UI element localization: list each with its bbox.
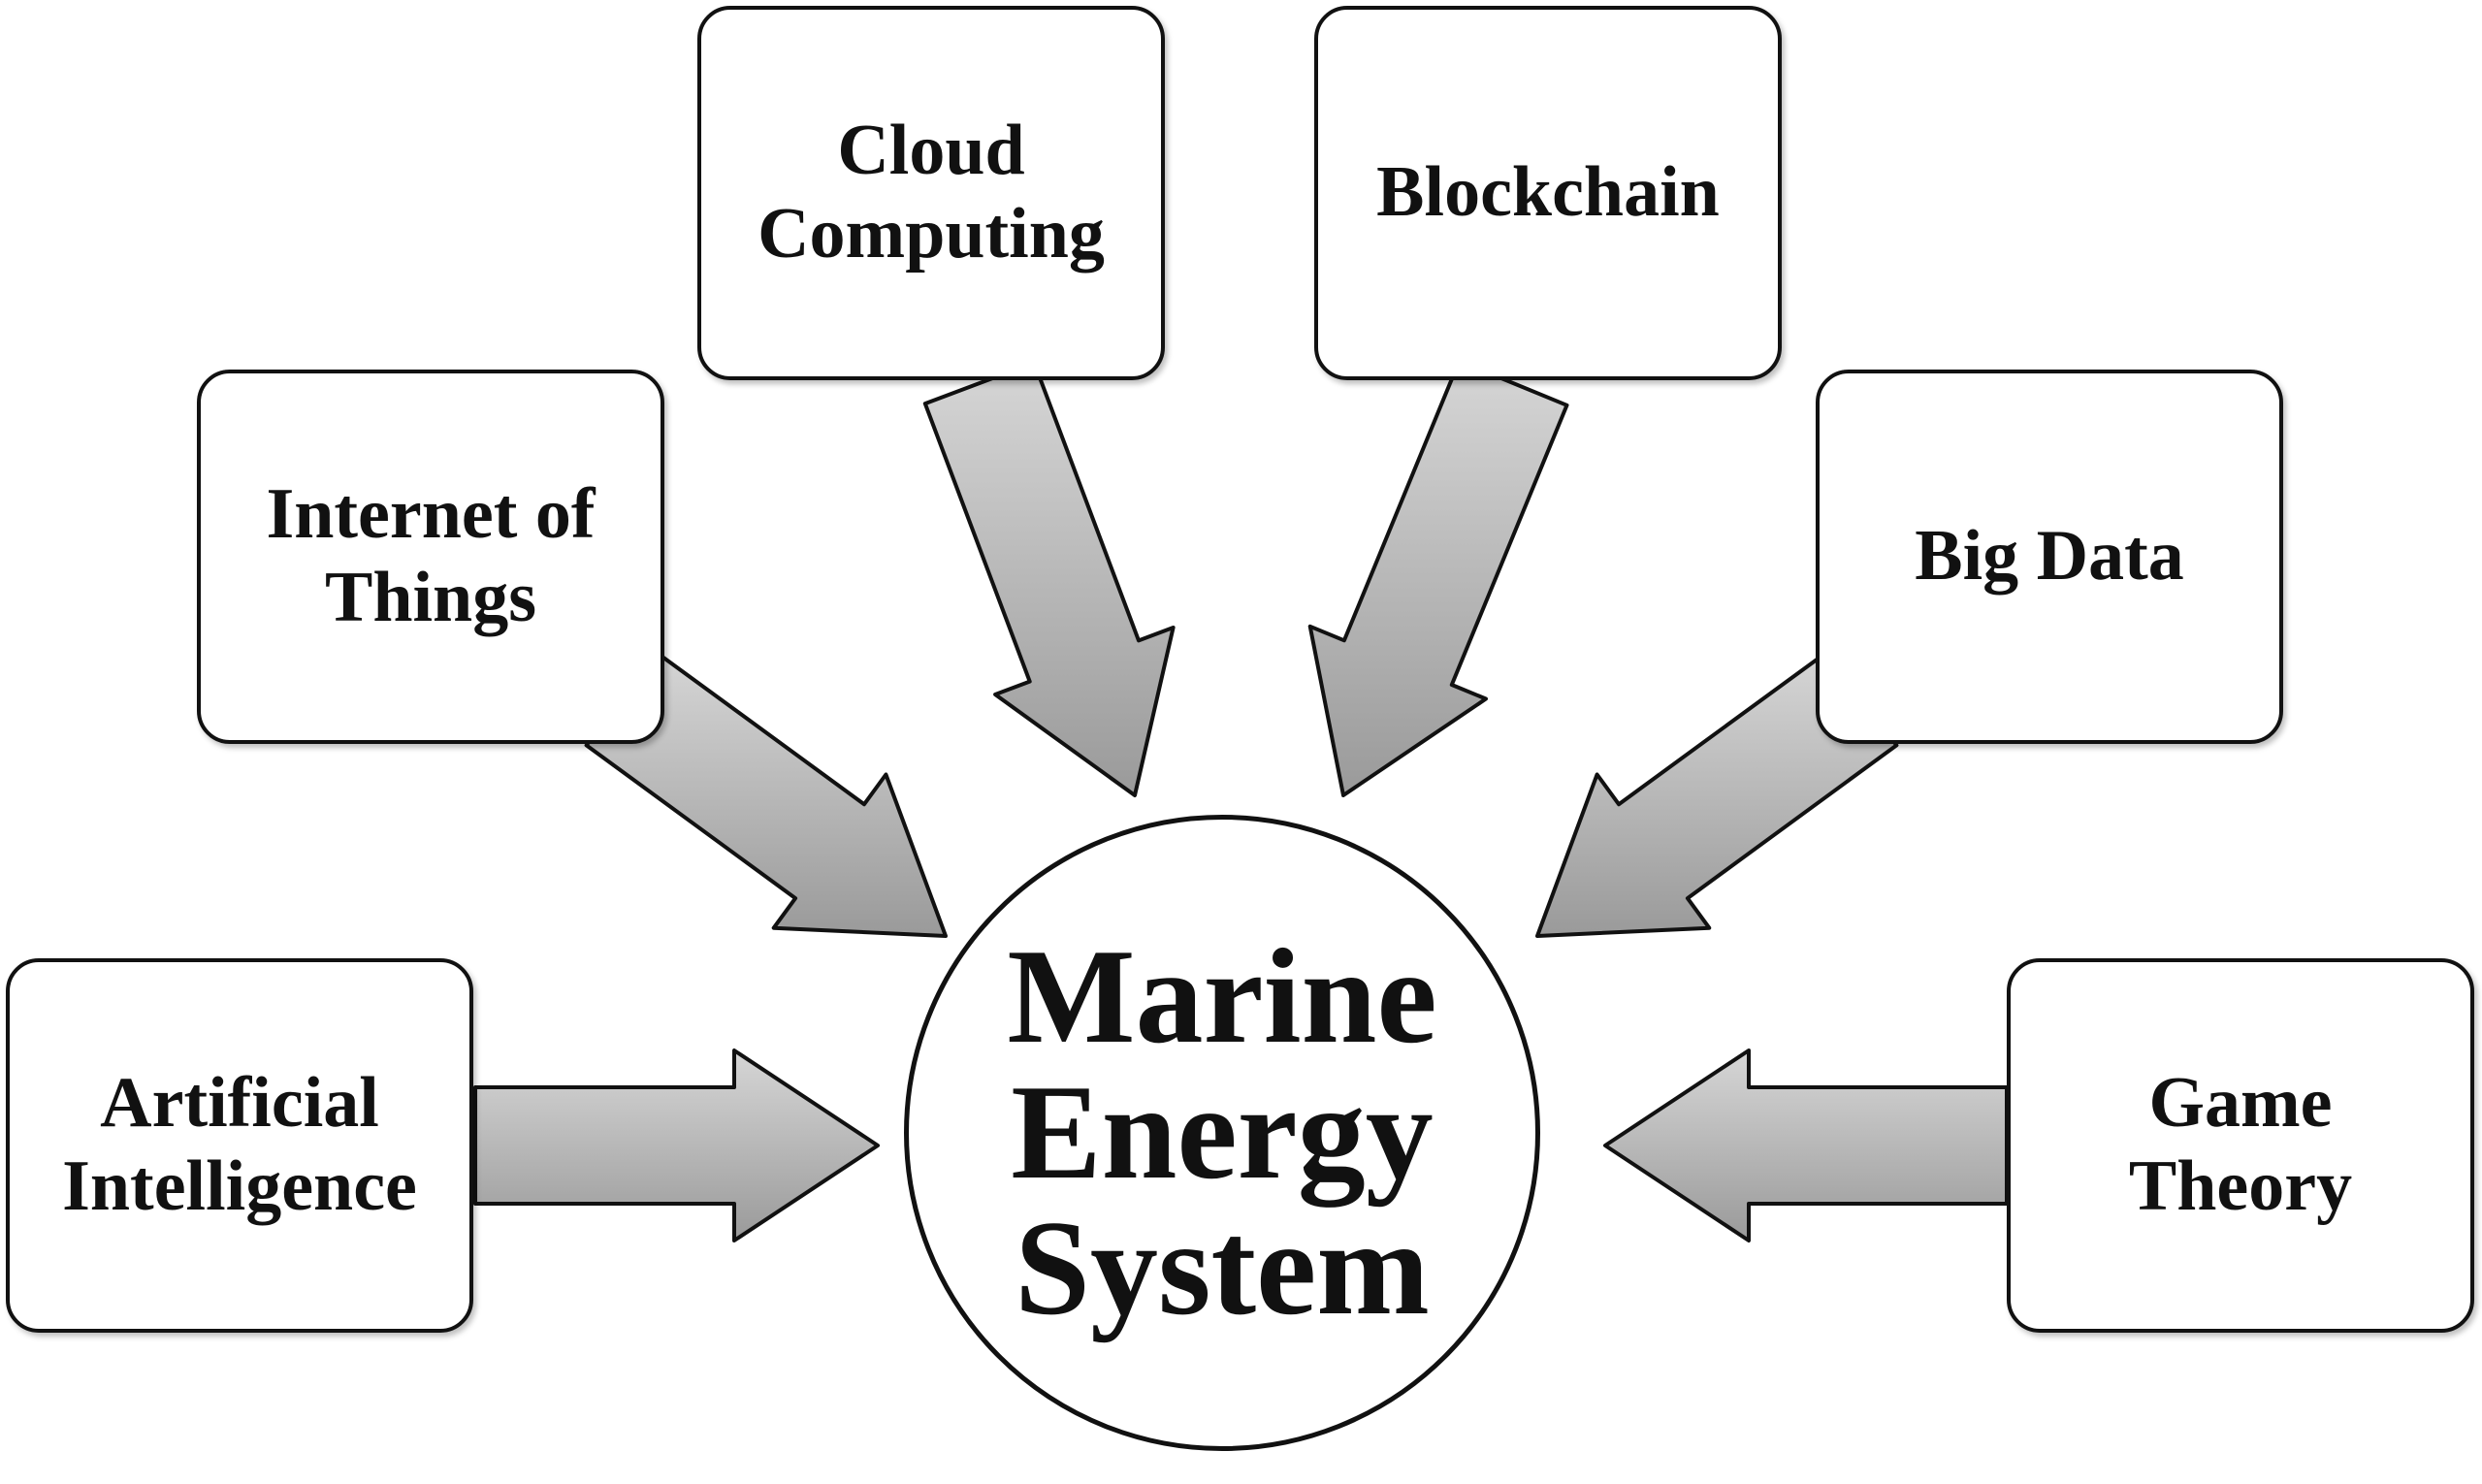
arrow-cloud-computing [922,360,1176,797]
hub-marine-energy-system: Marine Energy System [904,815,1540,1451]
arrow-internet-of-things [584,649,948,938]
arrow-big-data [1535,649,1899,938]
arrow-blockchain [1307,359,1569,797]
node-label: Artificial Intelligence [62,1063,417,1226]
node-label: Cloud Computing [757,111,1105,274]
node-label: Game Theory [2128,1063,2353,1226]
node-cloud-computing: Cloud Computing [697,6,1165,380]
node-label: Blockchain [1376,152,1720,233]
node-label: Big Data [1915,516,2184,597]
node-blockchain: Blockchain [1314,6,1782,380]
arrow-artificial-intelligence [473,1048,880,1242]
node-big-data: Big Data [1816,370,2283,744]
node-label: Internet of Things [266,474,596,637]
arrow-game-theory [1603,1048,2009,1242]
node-internet-of-things: Internet of Things [197,370,664,744]
node-artificial-intelligence: Artificial Intelligence [6,958,473,1333]
hub-label: Marine Energy System [1007,921,1437,1343]
node-game-theory: Game Theory [2007,958,2474,1333]
